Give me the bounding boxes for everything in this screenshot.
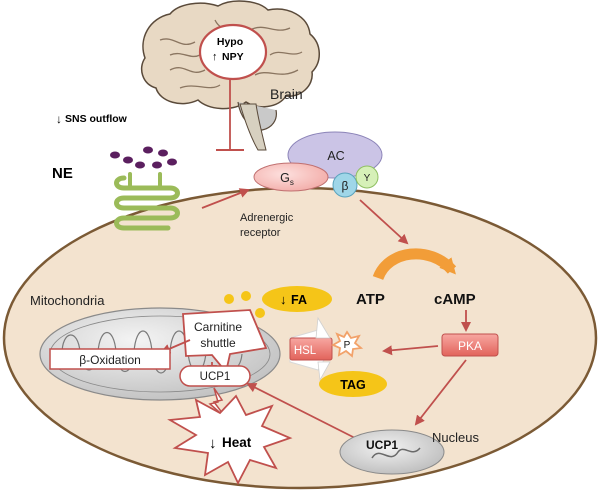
ac-label: AC	[327, 149, 344, 163]
gamma-subunit	[355, 165, 379, 189]
hypothalamus-circle	[198, 23, 268, 81]
phosphate-star-icon	[330, 330, 364, 358]
down-arrow-icon-fa: ↓	[280, 292, 287, 307]
heat-burst-icon	[167, 394, 293, 486]
npy-arrow-icon: ↑	[212, 51, 218, 63]
ucp1-mito-label: UCP1	[200, 371, 231, 383]
ac-to-camp-arrow	[359, 199, 409, 245]
npy-label: NPY	[222, 51, 244, 63]
hsl-enzyme	[289, 316, 333, 382]
heat-label: Heat	[222, 435, 252, 450]
hypo-label: Hypo	[217, 36, 243, 48]
beta-oxidation-box	[49, 348, 171, 370]
pka-to-hsl-arrow	[382, 345, 439, 356]
gs-sub-label: s	[290, 178, 294, 187]
mitochondria-label: Mitochondria	[30, 293, 105, 308]
pka-box	[441, 333, 499, 357]
beta-label: β	[342, 179, 349, 193]
tag-label: TAG	[340, 378, 365, 392]
pka-label: PKA	[458, 339, 482, 353]
dna-squiggle-icon	[371, 447, 421, 459]
fa-label: FA	[291, 293, 307, 307]
nucleus-label: Nucleus	[432, 430, 479, 445]
carnitine-shuttle-box	[182, 309, 268, 374]
tag-oval	[319, 371, 387, 397]
receptor-to-gs-arrow	[201, 188, 250, 209]
adrenergic-label-line1: Adrenergic	[240, 212, 294, 224]
norepinephrine-dots	[110, 146, 177, 169]
down-arrow-icon-heat: ↓	[209, 435, 217, 452]
brain-label: Brain	[270, 86, 303, 102]
camp-label: cAMP	[434, 291, 476, 308]
sns-outflow-label: SNS outflow	[65, 113, 128, 125]
nucleus-to-ucp1-arrow	[246, 383, 356, 439]
gs-label: Gs	[280, 171, 294, 187]
adrenergic-receptor-icon	[114, 172, 180, 231]
fa-oval	[262, 286, 332, 312]
carnitine-label-line2: shuttle	[200, 336, 236, 350]
pka-to-nucleus-arrow	[414, 359, 467, 426]
adrenergic-label-line2: receptor	[240, 227, 281, 239]
ucp1-nucleus-label: UCP1	[366, 438, 398, 452]
atp-label: ATP	[356, 291, 385, 308]
ne-label: NE	[52, 165, 73, 182]
nucleus-icon	[339, 429, 445, 475]
carnitine-label-line1: Carnitine	[194, 320, 242, 334]
ucp1-mito-box	[179, 365, 251, 387]
beta-subunit	[332, 172, 358, 198]
down-arrow-icon-sns: ↓	[56, 112, 62, 126]
fatty-acid-dots	[224, 291, 265, 318]
phosphate-label: P	[344, 340, 351, 351]
atp-camp-conversion-arrow	[372, 248, 457, 281]
beta-oxidation-label: β-Oxidation	[79, 353, 141, 367]
gamma-label: Y	[364, 173, 371, 184]
hsl-label: HSL	[294, 345, 317, 357]
gs-main-label: G	[280, 171, 290, 185]
gs-protein	[253, 162, 329, 192]
